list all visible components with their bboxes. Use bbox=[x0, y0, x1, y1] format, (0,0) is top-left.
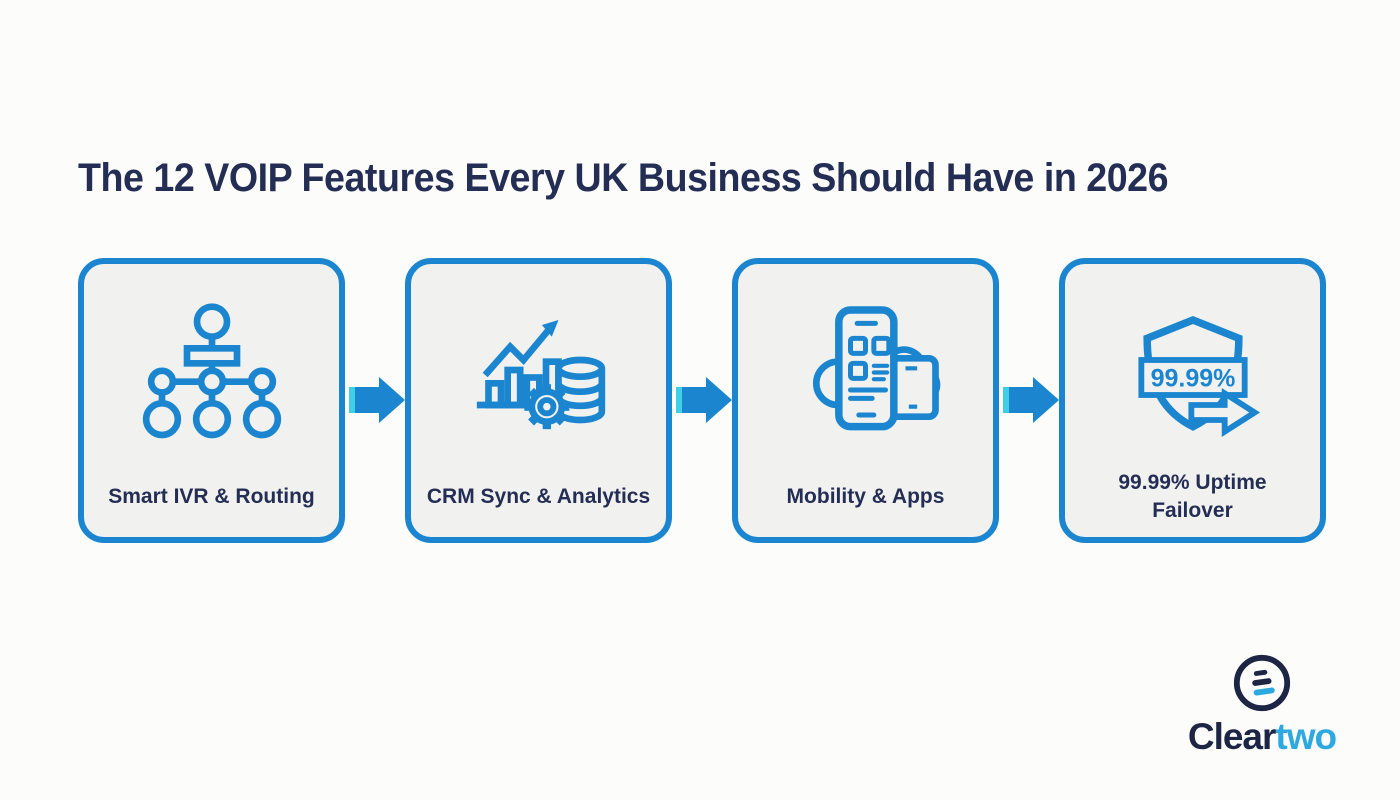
flow-arrow-icon bbox=[1003, 377, 1059, 423]
feature-card-crm-analytics: CRM Sync & Analytics bbox=[405, 258, 672, 543]
logo-text-two: two bbox=[1275, 716, 1337, 757]
shield-badge-text: 99.99% bbox=[1150, 365, 1235, 393]
feature-card-label: CRM Sync & Analytics bbox=[426, 484, 651, 508]
uptime-shield-icon: 99.99% bbox=[1065, 290, 1320, 450]
flow-arrow-icon bbox=[676, 377, 732, 423]
logo-text-clear: Clear bbox=[1187, 716, 1277, 757]
logo-mark-icon bbox=[1233, 654, 1291, 712]
mobility-apps-icon bbox=[738, 290, 993, 450]
logo-wordmark: Cleartwo bbox=[1142, 716, 1382, 758]
cleartwo-logo: Cleartwo bbox=[1142, 652, 1382, 772]
feature-card-uptime-failover: 99.99% 99.99% Uptime Failover bbox=[1059, 258, 1326, 543]
feature-card-smart-ivr: Smart IVR & Routing bbox=[78, 258, 345, 543]
ivr-tree-icon bbox=[84, 290, 339, 450]
crm-analytics-icon bbox=[411, 290, 666, 450]
feature-card-label: Smart IVR & Routing bbox=[108, 484, 315, 508]
feature-card-mobility-apps: Mobility & Apps bbox=[732, 258, 999, 543]
page-title: The 12 VOIP Features Every UK Business S… bbox=[78, 156, 1169, 200]
feature-card-label: 99.99% Uptime Failover bbox=[1118, 470, 1267, 522]
feature-card-label: Mobility & Apps bbox=[786, 484, 945, 508]
flow-arrow-icon bbox=[349, 377, 405, 423]
